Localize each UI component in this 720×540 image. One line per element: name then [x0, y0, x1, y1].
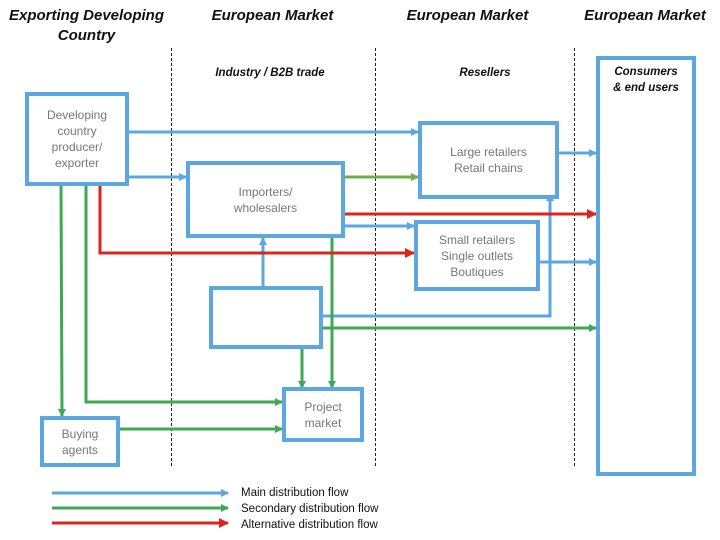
node-small-retailers: Small retailers Single outlets Boutiques: [414, 220, 540, 291]
node-developing-country-producer: Developing country producer/ exporter: [25, 92, 129, 186]
node-buying-agents: Buying agents: [40, 416, 120, 467]
node-large-retailers: Large retailers Retail chains: [418, 121, 559, 199]
flow-producer-to-project-market: [84, 185, 283, 406]
node-project-market: Project market: [282, 387, 364, 442]
divider-3: [574, 48, 575, 466]
header-exporting-country: Exporting Developing Country: [8, 7, 164, 44]
header-european-market-consumers: European Market: [584, 7, 706, 24]
subheader-resellers: Resellers: [459, 67, 511, 79]
node-importers-wholesalers: Importers/ wholesalers: [186, 161, 345, 238]
divider-2: [375, 48, 376, 466]
divider-1: [171, 48, 172, 466]
header-european-market-resellers: European Market: [406, 7, 529, 24]
flow-manufacturers-to-large-retailers: [322, 193, 554, 318]
subheader-industry-b2b: Industry / B2B trade: [215, 67, 325, 79]
header-european-market-industry: European Market: [211, 7, 334, 24]
legend-secondary-label: Secondary distribution flow: [241, 503, 379, 515]
node-consumers-end-users: Consumers & end users: [596, 56, 696, 476]
legend-main-label: Main distribution flow: [241, 487, 349, 499]
flow-producer-to-small-retailers: [98, 185, 415, 258]
consumers-label: Consumers & end users: [613, 66, 679, 94]
node-european-manufacturers: [209, 286, 323, 349]
flow-producer-to-buying-agents: [57, 184, 66, 417]
legend-alternative-label: Alternative distribution flow: [241, 519, 378, 531]
